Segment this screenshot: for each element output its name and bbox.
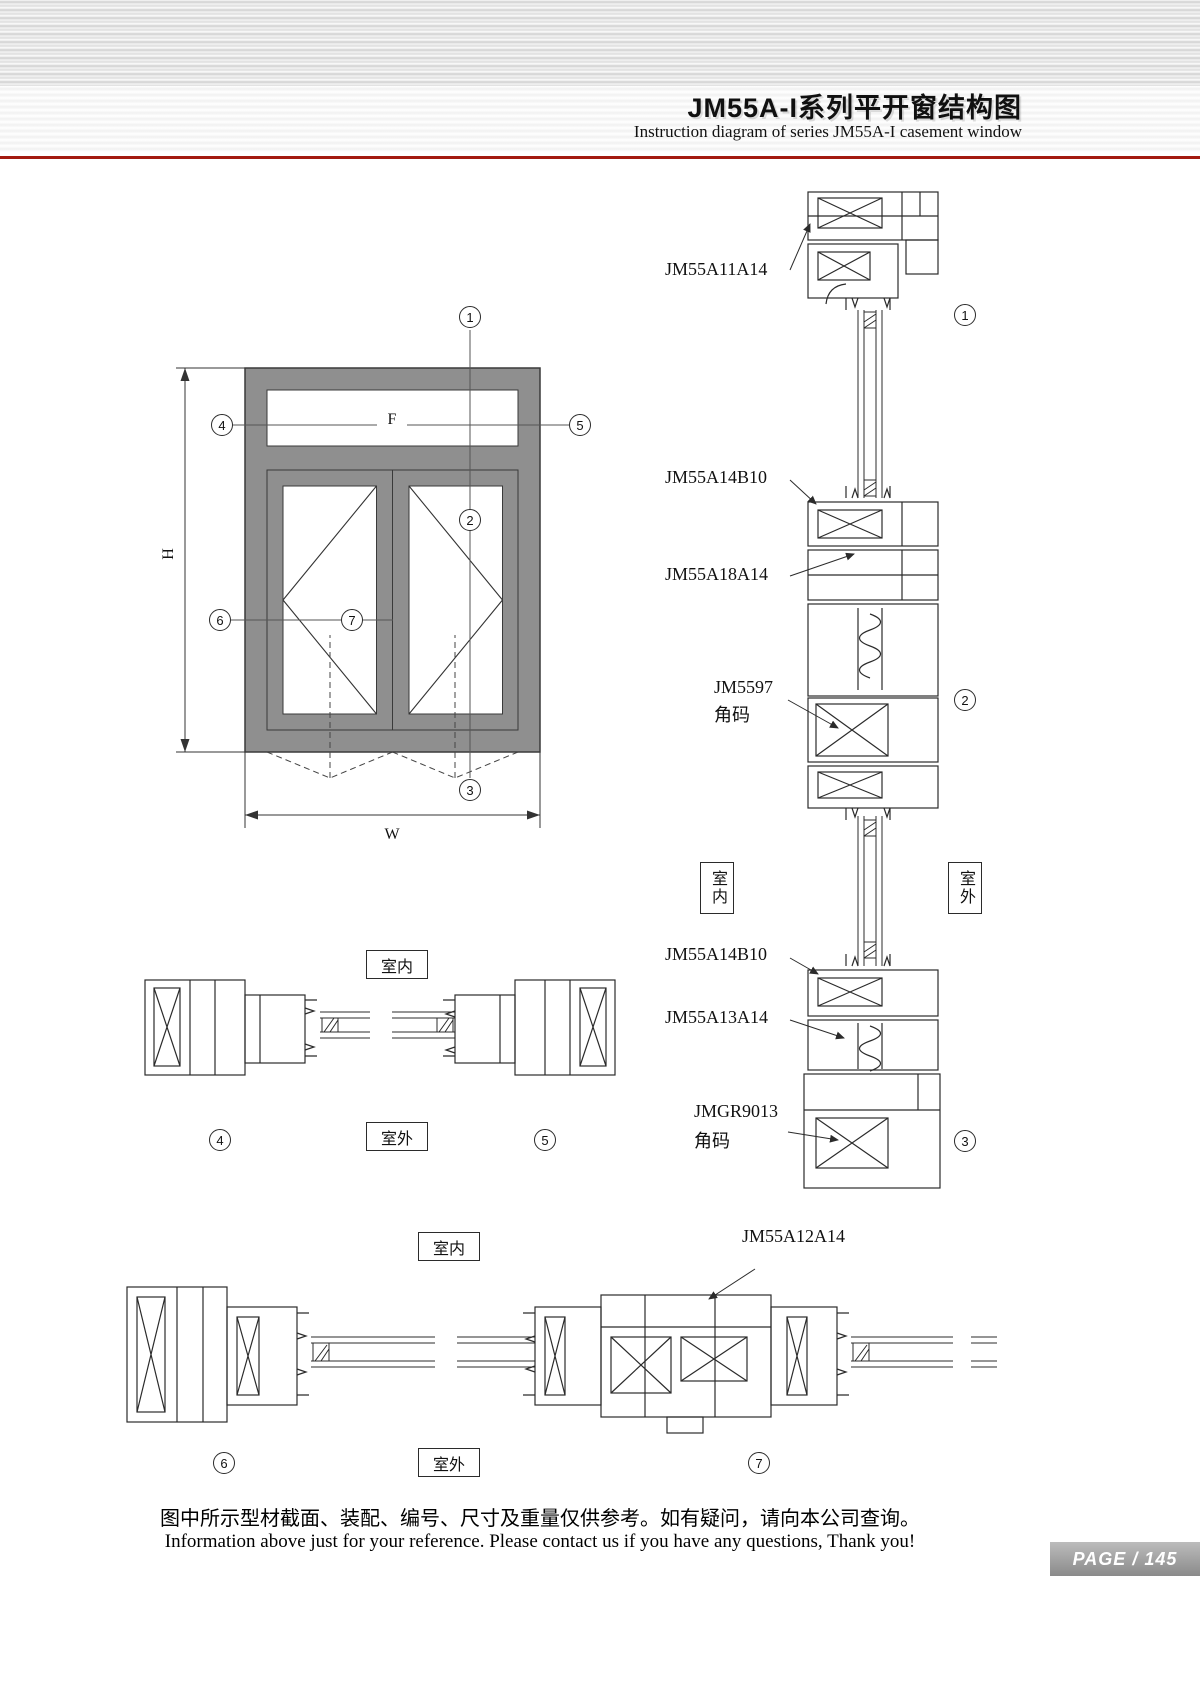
detail-marker-2: 2	[954, 689, 976, 711]
header-stripes	[0, 0, 1200, 86]
leader-lines	[708, 1268, 756, 1300]
detail-marker-4: 4	[209, 1129, 231, 1151]
glass-right	[851, 1336, 997, 1368]
horizontal-section-bottom-drawing	[126, 1268, 997, 1434]
section-marker-5: 5	[569, 414, 591, 436]
jamb-profile-right	[443, 979, 616, 1076]
room-label-indoor-bottom: 室内	[418, 1232, 480, 1261]
room-label-outdoor-vertical: 室外	[948, 862, 982, 914]
dashed-opening-symbols	[266, 635, 519, 779]
section-marker-6: 6	[209, 609, 231, 631]
glass-run-top	[857, 310, 883, 498]
part-label-corner-name-1: 角码	[714, 705, 750, 725]
part-label-corner-code-1: JM5597	[714, 677, 774, 697]
part-label-corner-name-2: 角码	[694, 1131, 730, 1151]
jamb-profile-left	[144, 979, 317, 1076]
glass-left	[311, 1336, 535, 1368]
detail-marker-1: 1	[954, 304, 976, 326]
part-label-mullion: JM55A12A14	[742, 1226, 846, 1246]
head-frame-profile	[807, 191, 939, 310]
page-subtitle: Instruction diagram of series JM55A-I ca…	[633, 122, 1022, 141]
part-label-transom-profile: JM55A18A14	[665, 564, 769, 584]
part-label-corner-code-2: JMGR9013	[694, 1101, 779, 1121]
glass-run-bottom	[857, 816, 883, 966]
detail-marker-6: 6	[213, 1452, 235, 1474]
horizontal-section-mid-drawing	[144, 979, 616, 1076]
transom-label: F	[377, 411, 407, 429]
detail-marker-3: 3	[954, 1130, 976, 1152]
room-label-outdoor-mid: 室外	[366, 1122, 428, 1151]
part-label-sill-sash: JM55A13A14	[665, 1007, 769, 1027]
sill-assembly-profile	[803, 954, 941, 1189]
leader-lines	[787, 223, 855, 1143]
footer-note-english: Information above just for your referenc…	[164, 1531, 916, 1552]
header-divider	[0, 156, 1200, 159]
header-stripes-light	[0, 86, 1200, 152]
section-marker-1: 1	[459, 306, 481, 328]
section-marker-7: 7	[341, 609, 363, 631]
width-dimension	[244, 752, 541, 828]
footer-note-chinese: 图中所示型材截面、装配、编号、尺寸及重量仅供参考。如有疑问，请向本公司查询。	[160, 1508, 920, 1530]
room-label-indoor-vertical: 室内	[700, 862, 734, 914]
front-view-drawing	[176, 330, 569, 828]
height-dimension	[176, 367, 245, 753]
detail-marker-7: 7	[748, 1452, 770, 1474]
room-label-indoor-mid: 室内	[366, 950, 428, 979]
mullion-assembly	[523, 1294, 849, 1434]
section-marker-3: 3	[459, 779, 481, 801]
width-dimension-label: W	[384, 826, 400, 843]
vertical-section-drawing	[787, 191, 941, 1189]
height-dimension-label: H	[160, 548, 177, 560]
section-marker-2: 2	[459, 509, 481, 531]
part-label-head-frame: JM55A11A14	[665, 259, 768, 279]
page-number-badge: PAGE / 145	[1050, 1542, 1200, 1576]
page-title: JM55A-I系列平开窗结构图	[687, 93, 1022, 123]
room-label-outdoor-bottom: 室外	[418, 1448, 480, 1477]
detail-marker-5: 5	[534, 1129, 556, 1151]
part-label-glazing-bead-bottom: JM55A14B10	[665, 944, 768, 964]
jamb-profile-left	[126, 1286, 309, 1423]
glass-mid	[320, 1011, 455, 1039]
part-label-glazing-bead-top: JM55A14B10	[665, 467, 768, 487]
section-marker-4: 4	[211, 414, 233, 436]
transom-assembly-profile	[807, 486, 939, 820]
